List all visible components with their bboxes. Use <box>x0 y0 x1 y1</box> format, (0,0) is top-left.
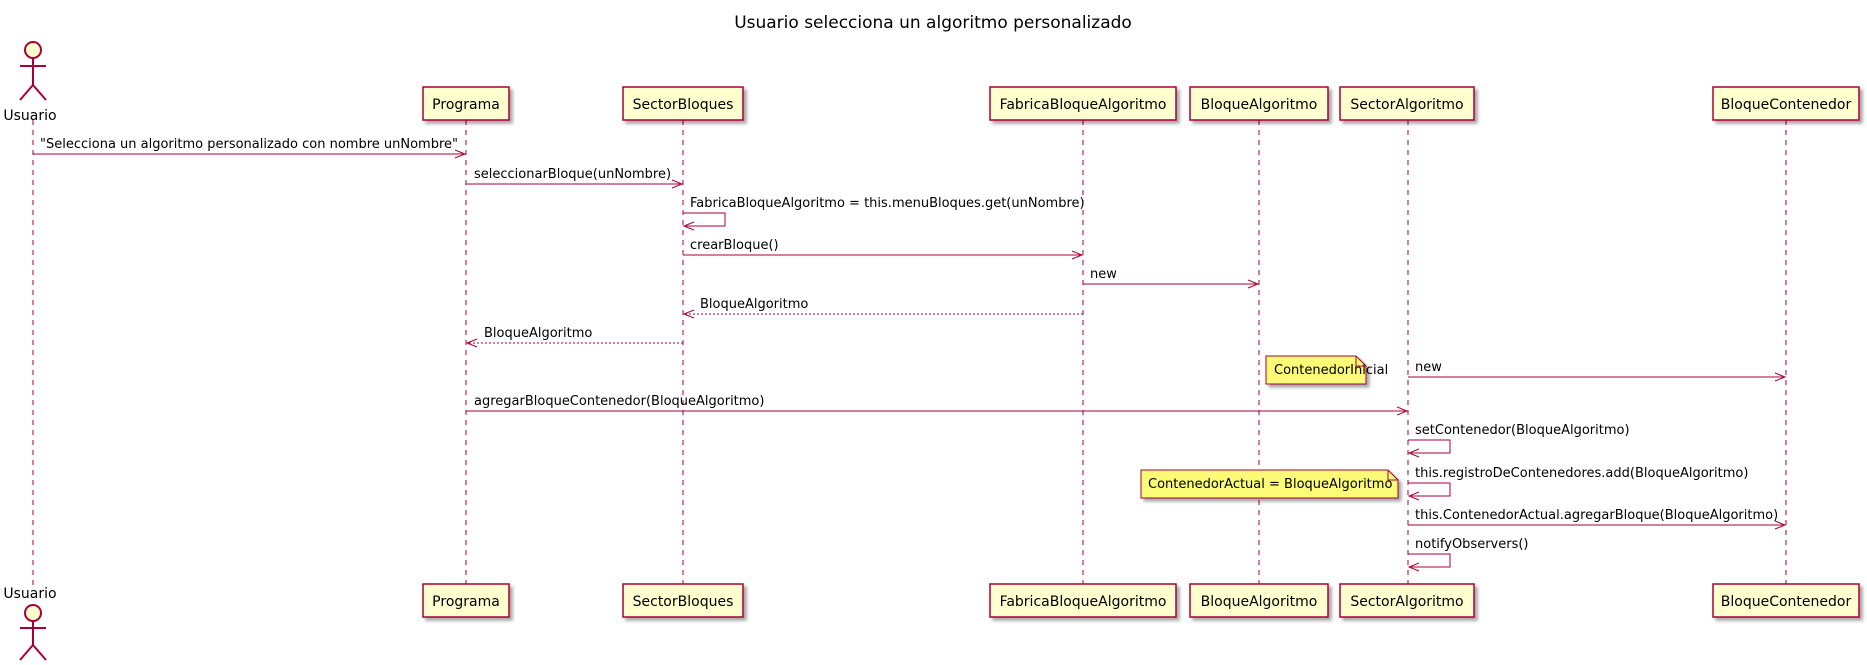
participant-label-bloque-algoritmo-bottom: BloqueAlgoritmo <box>1201 594 1318 610</box>
participant-box-sector-algoritmo-bottom <box>1339 583 1475 618</box>
actor-usuario-top <box>19 41 47 101</box>
message-arrow-2 <box>683 212 726 227</box>
message-label-0: "Selecciona un algoritmo personalizado c… <box>40 137 458 152</box>
actor-head <box>24 41 42 59</box>
message-arrowhead-5 <box>682 309 695 319</box>
message-arrowhead-11 <box>1774 520 1787 530</box>
message-label-5: BloqueAlgoritmo <box>700 297 808 312</box>
diagram-title: Usuario selecciona un algoritmo personal… <box>734 13 1132 33</box>
message-arrowhead-12 <box>1407 562 1420 572</box>
actor-leg-left <box>19 84 34 101</box>
message-arrow-12 <box>1408 553 1451 568</box>
notes: ContenedorInicial ContenedorActual = Blo… <box>1140 355 1399 499</box>
note-contenedor-actual <box>1140 469 1399 499</box>
actor-label-top: Usuario <box>3 108 56 124</box>
participant-box-fabrica-bottom <box>989 583 1177 618</box>
participant-label-programa-top: Programa <box>432 97 500 113</box>
actor-leg-right <box>32 84 47 101</box>
message-label-4: new <box>1090 267 1117 282</box>
participant-box-sector-bloques-bottom <box>622 583 744 618</box>
message-arrowhead-8 <box>1396 406 1409 416</box>
message-arrowhead-4 <box>1247 279 1260 289</box>
participant-label-fabrica-top: FabricaBloqueAlgoritmo <box>1000 97 1167 113</box>
participant-label-bloque-algoritmo-top: BloqueAlgoritmo <box>1201 97 1318 113</box>
message-label-3: crearBloque() <box>690 238 779 253</box>
message-label-2: FabricaBloqueAlgoritmo = this.menuBloque… <box>690 196 1085 211</box>
actor-head <box>24 604 42 622</box>
participant-box-sector-bloques-top <box>622 86 744 121</box>
message-label-10: this.registroDeContenedores.add(BloqueAl… <box>1415 466 1748 481</box>
participant-label-sector-bloques-top: SectorBloques <box>633 97 734 113</box>
participant-label-bloque-contenedor-top: BloqueContenedor <box>1721 97 1852 113</box>
message-label-7: new <box>1415 360 1442 375</box>
note-contenedor-actual-fold <box>1387 470 1398 481</box>
note-contenedor-inicial-fold <box>1355 356 1366 367</box>
message-label-12: notifyObservers() <box>1415 537 1529 552</box>
actor-usuario-bottom <box>19 604 47 661</box>
message-label-1: seleccionarBloque(unNombre) <box>474 167 671 182</box>
lifelines <box>32 120 1787 585</box>
participant-label-sector-bloques-bottom: SectorBloques <box>633 594 734 610</box>
participant-box-sector-algoritmo-top <box>1339 86 1475 121</box>
message-label-6: BloqueAlgoritmo <box>484 326 592 341</box>
message-label-11: this.ContenedorActual.agregarBloque(Bloq… <box>1415 508 1778 523</box>
message-arrowhead-10 <box>1407 491 1420 501</box>
note-contenedor-inicial <box>1265 355 1367 385</box>
participant-label-programa-bottom: Programa <box>432 594 500 610</box>
participant-box-bloque-contenedor-top <box>1712 86 1860 121</box>
participant-label-bloque-contenedor-bottom: BloqueContenedor <box>1721 594 1852 610</box>
message-arrowhead-1 <box>671 179 684 189</box>
participant-label-fabrica-bottom: FabricaBloqueAlgoritmo <box>1000 594 1167 610</box>
message-label-8: agregarBloqueContenedor(BloqueAlgoritmo) <box>474 394 764 409</box>
participant-label-sector-algoritmo-top: SectorAlgoritmo <box>1350 97 1463 113</box>
message-arrowhead-6 <box>465 338 478 348</box>
message-arrowhead-9 <box>1407 448 1420 458</box>
participants: Programa Programa SectorBloques SectorBl… <box>422 86 1860 618</box>
actor-leg-right <box>32 644 47 661</box>
participant-box-bloque-algoritmo-bottom <box>1189 583 1329 618</box>
participant-box-bloque-contenedor-bottom <box>1712 583 1860 618</box>
note-contenedor-actual-text: ContenedorActual = BloqueAlgoritmo <box>1148 477 1392 492</box>
actor-leg-left <box>19 644 34 661</box>
participant-box-fabrica-top <box>989 86 1177 121</box>
message-arrowhead-2 <box>682 221 695 231</box>
message-arrowhead-7 <box>1774 372 1787 382</box>
participant-label-sector-algoritmo-bottom: SectorAlgoritmo <box>1350 594 1463 610</box>
message-arrow-10 <box>1408 482 1451 497</box>
message-arrowhead-3 <box>1071 250 1084 260</box>
message-label-9: setContenedor(BloqueAlgoritmo) <box>1415 423 1630 438</box>
messages: "Selecciona un algoritmo personalizado c… <box>33 137 1787 572</box>
message-arrow-9 <box>1408 439 1451 454</box>
message-arrowhead-0 <box>454 149 467 159</box>
note-contenedor-inicial-text: ContenedorInicial <box>1274 363 1388 378</box>
participant-box-programa-top <box>422 86 510 121</box>
actor-label-bottom: Usuario <box>3 586 56 602</box>
participant-box-bloque-algoritmo-top <box>1189 86 1329 121</box>
participant-box-programa-bottom <box>422 583 510 618</box>
